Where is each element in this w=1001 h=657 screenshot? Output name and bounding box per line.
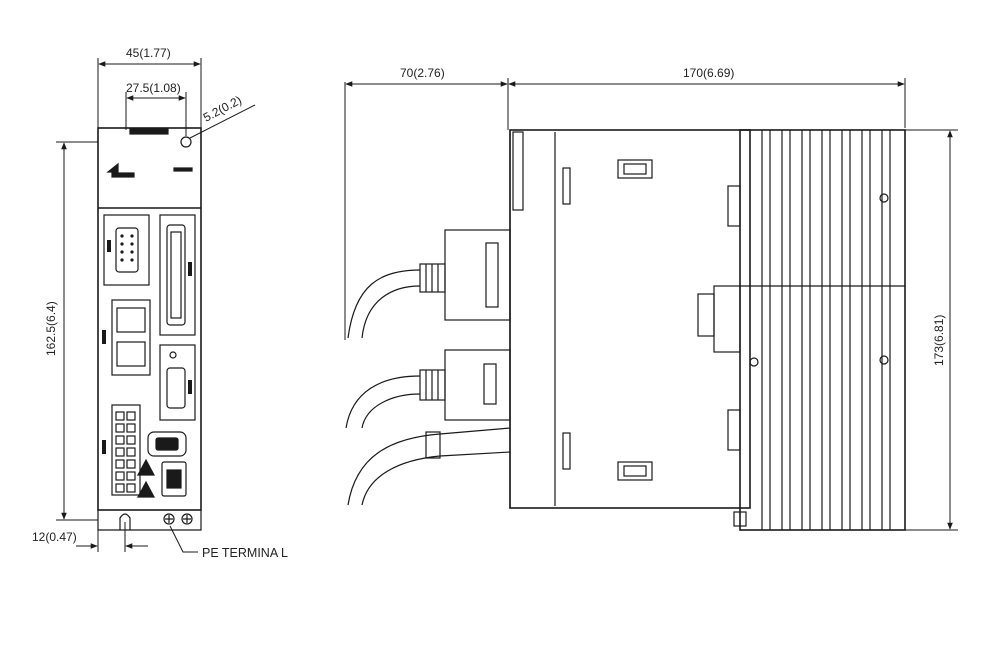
dim-mount-hole: 5.2(0.2) [201, 93, 244, 125]
side-view [345, 129, 906, 531]
front-body-outline [97, 127, 202, 511]
dim-cable-depth: 70(2.76) [400, 66, 445, 80]
dim-side-depth: 170(6.69) [683, 66, 734, 80]
dim-front-width: 45(1.77) [126, 46, 171, 60]
top-latch-side [617, 159, 653, 179]
cable-plug-upper [347, 229, 511, 339]
top-latch [129, 128, 169, 135]
heatsink-fins [761, 130, 891, 530]
terminal-strip [111, 404, 141, 496]
charge-connector [147, 431, 187, 457]
front-dimensions [56, 58, 256, 553]
mount-hole [180, 136, 192, 148]
warning-triangle-icon [137, 458, 155, 476]
pe-screw-left [163, 513, 175, 525]
dim-front-height: 162.5(6.4) [44, 301, 58, 356]
dim-bottom-offset: 12(0.47) [32, 530, 77, 544]
model-label [173, 167, 193, 172]
pe-terminal-label: PE TERMINA L [202, 546, 288, 560]
front-lip [512, 131, 524, 211]
warning-triangle-icon [137, 480, 155, 498]
cn2-connector [103, 214, 150, 286]
fan-connector [713, 285, 741, 353]
bottom-slot [119, 513, 131, 530]
side-dimensions [344, 78, 958, 531]
cn4-connector [159, 344, 196, 421]
pe-screw-right [181, 513, 193, 525]
cn1-connector [159, 214, 196, 336]
usb-port [161, 461, 187, 497]
cable-plug-lower [345, 349, 511, 429]
power-cable [347, 427, 511, 506]
side-clip-bottom [727, 409, 741, 451]
side-clip-top [727, 185, 741, 227]
dim-side-height: 173(6.81) [932, 315, 946, 366]
front-view [97, 127, 202, 531]
brand-logo [106, 162, 135, 178]
bottom-flange [97, 510, 202, 531]
cn3-connector [111, 299, 151, 376]
bottom-latch-side [617, 461, 653, 481]
dim-connector-pitch: 27.5(1.08) [126, 81, 181, 95]
